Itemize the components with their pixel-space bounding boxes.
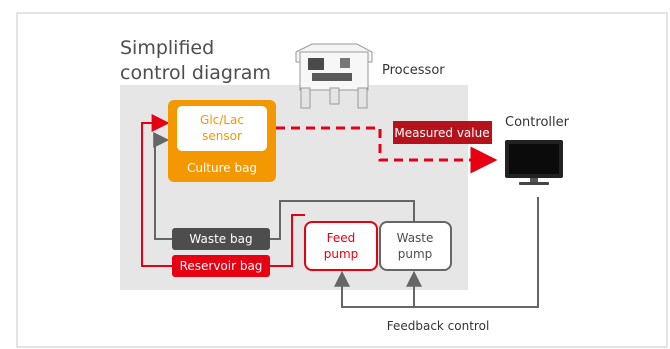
feedback-line-feed [334,197,539,308]
measured-value-tag [393,121,492,144]
reservoir-bag [172,255,270,277]
waste-bag-label: Waste bag [189,232,252,246]
reservoir-feed-line [141,114,180,267]
processor-machine-icon [295,43,373,109]
monitor-icon [505,140,563,185]
waste-pump-line [270,200,415,240]
processor-label: Processor [382,63,445,78]
controller-label: Controller [505,115,570,130]
waste-return-line [153,132,172,240]
feed-pump [304,221,378,271]
title-line2: control diagram [120,62,271,84]
feed-pump-line2: pump [324,247,359,261]
measured-value-label: Measured value [394,126,489,140]
culture-bag-label: Culture bag [187,161,257,175]
measured-value-arrow [276,126,498,174]
title-line1: Simplified [120,37,214,59]
feed-pump-line1: Feed [327,231,356,245]
waste-bag [172,228,270,250]
sensor-label-line2: sensor [202,129,242,143]
glc-lac-sensor [177,106,267,151]
sensor-label-line1: Glc/Lac [200,113,244,127]
reservoir-pump-line [270,214,305,267]
waste-pump-line2: pump [398,247,433,261]
reservoir-bag-label: Reservoir bag [180,259,263,273]
feedback-control-label: Feedback control [387,319,490,333]
waste-pump-line1: Waste [397,231,434,245]
waste-pump [379,221,452,271]
